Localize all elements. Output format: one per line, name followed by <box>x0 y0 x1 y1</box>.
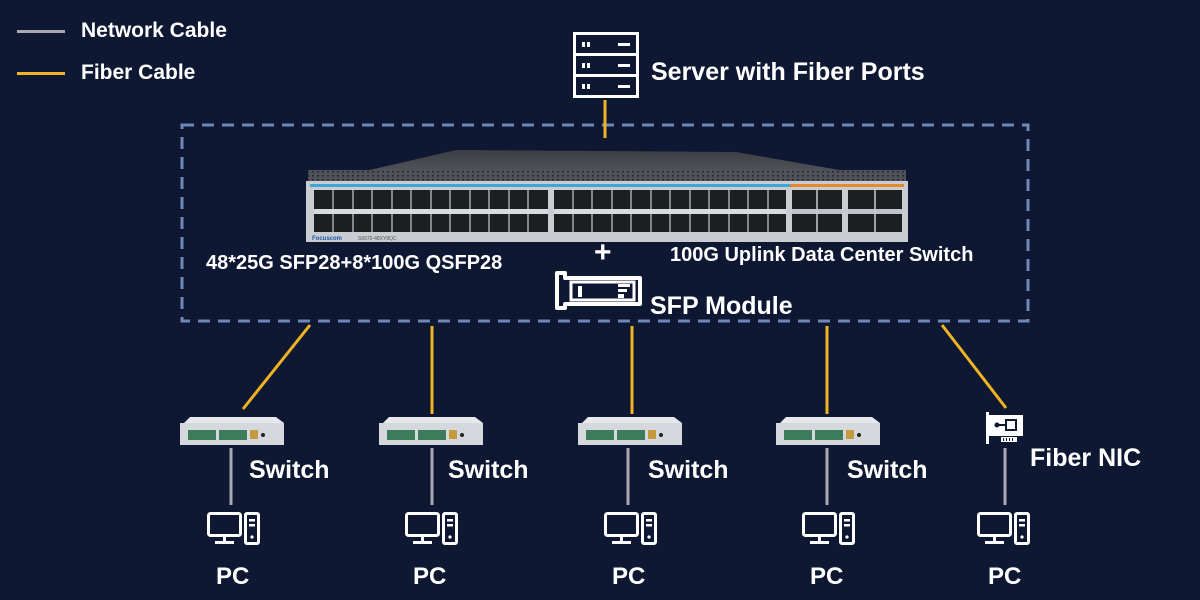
pc-icon <box>207 512 260 545</box>
fiber-link-1 <box>241 324 312 410</box>
pc-label: PC <box>216 563 250 590</box>
pc-icon <box>977 512 1030 545</box>
pc-icon <box>604 512 657 545</box>
legend-network-cable-label: Network Cable <box>81 19 227 42</box>
core-switch-model: S6670-48XY8QC <box>358 236 397 242</box>
access-switch-icon <box>776 417 880 445</box>
fiber-nic-icon <box>986 412 1023 444</box>
access-label-2: Switch <box>448 456 529 484</box>
server-rack-icon <box>573 32 639 98</box>
access-switch-icon <box>379 417 483 445</box>
pc-icon <box>405 512 458 545</box>
access-label-3: Switch <box>648 456 729 484</box>
server-label: Server with Fiber Ports <box>651 58 925 86</box>
pc-label: PC <box>988 563 1022 590</box>
core-switch-image: Focuscom S6670-48XY8QC <box>306 150 908 242</box>
plus-sign: + <box>594 236 612 269</box>
legend-fiber-cable-swatch <box>17 72 65 75</box>
legend-fiber-cable-label: Fiber Cable <box>81 61 196 84</box>
core-switch-ports-label: 48*25G SFP28+8*100G QSFP28 <box>206 252 503 274</box>
sfp-module-icon <box>555 271 642 310</box>
access-label-4: Switch <box>847 456 928 484</box>
fiber-link-5 <box>940 324 1008 409</box>
core-switch-brand: Focuscom <box>312 236 342 242</box>
pc-icon <box>802 512 855 545</box>
pc-label: PC <box>810 563 844 590</box>
sfp-module-label: SFP Module <box>650 292 793 320</box>
pc-label: PC <box>612 563 646 590</box>
access-label-5: Fiber NIC <box>1030 444 1142 472</box>
core-switch-title: 100G Uplink Data Center Switch <box>670 244 974 266</box>
legend-network-cable-swatch <box>17 30 65 33</box>
access-label-1: Switch <box>249 456 330 484</box>
pc-label: PC <box>413 563 447 590</box>
access-switch-icon <box>578 417 682 445</box>
access-switch-icon <box>180 417 284 445</box>
